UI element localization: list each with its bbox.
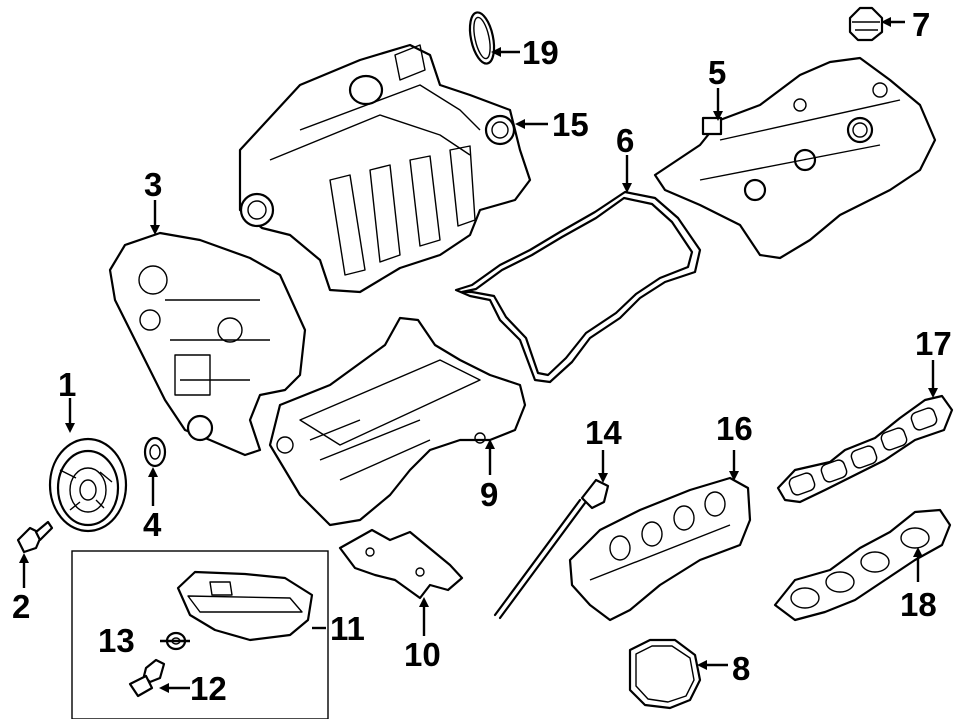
callout-labels: 1 2 3 4 5 6 7 8 9 10 11 12 13 14 15 16 1… (12, 6, 952, 707)
callout-2: 2 (12, 588, 30, 625)
part-1-crank-pulley (48, 437, 128, 533)
callout-3: 3 (144, 166, 162, 203)
callout-11: 11 (330, 610, 365, 647)
callout-10: 10 (404, 636, 441, 673)
callout-17: 17 (915, 325, 952, 362)
callout-5: 5 (708, 54, 726, 91)
callout-12: 12 (190, 670, 227, 707)
callout-4: 4 (143, 506, 162, 543)
part-5-valve-cover (653, 56, 937, 260)
part-8-throttle-gasket (628, 638, 702, 710)
part-10-baffle-plate (338, 528, 464, 600)
part-19-gasket-ring (468, 11, 496, 65)
part-15-intake-plenum (238, 43, 532, 294)
part-7-oil-cap (848, 6, 884, 42)
part-4-front-seal (143, 436, 167, 468)
callout-9: 9 (480, 476, 498, 513)
part-14-dipstick (493, 478, 610, 620)
callout-7: 7 (912, 6, 930, 43)
callout-16: 16 (716, 410, 753, 447)
callout-6: 6 (616, 122, 634, 159)
part-6-valve-cover-gasket (454, 190, 702, 384)
part-11-oil-pan-lower (176, 570, 314, 642)
callout-8: 8 (732, 650, 750, 687)
part-2-pulley-bolt (16, 520, 54, 554)
callout-14: 14 (585, 414, 622, 451)
callout-1: 1 (58, 366, 76, 403)
callout-13: 13 (98, 622, 135, 659)
part-12-drain-plug (128, 658, 166, 698)
part-16-lower-intake-manifold (568, 476, 752, 622)
part-9-oil-pan-upper (268, 316, 527, 527)
part-17-intake-gasket (776, 394, 954, 504)
callout-19: 19 (522, 34, 559, 71)
callout-arrows (19, 17, 938, 693)
part-3-timing-cover (108, 231, 307, 457)
callout-15: 15 (552, 106, 589, 143)
callout-18: 18 (900, 586, 937, 623)
